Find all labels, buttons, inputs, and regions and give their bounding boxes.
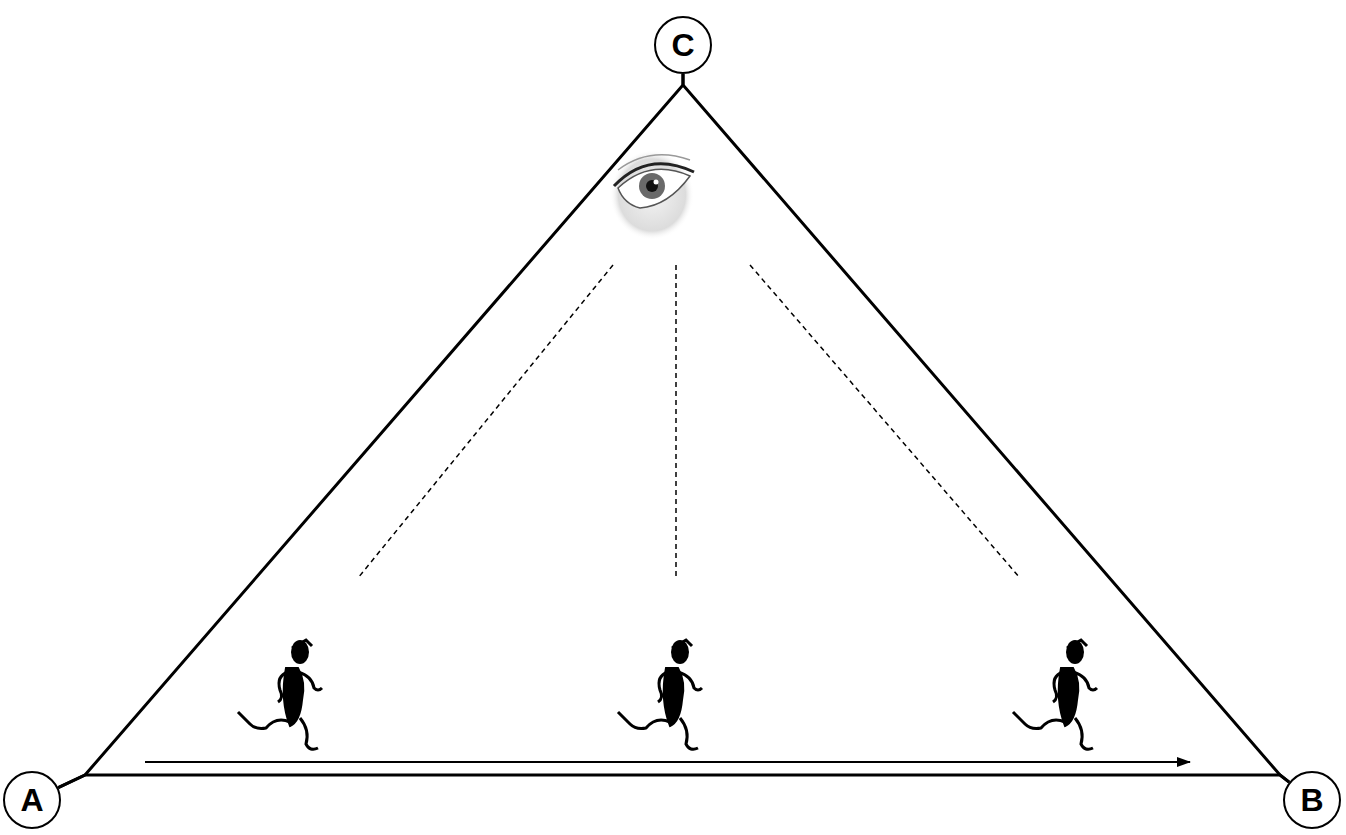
triangle-side (58, 74, 683, 788)
sight-lines (358, 265, 1020, 578)
motion-arrow (145, 761, 1190, 763)
vertex-circle: B (1283, 771, 1341, 829)
vertex-label: A (20, 784, 43, 816)
vertex-label: B (1300, 784, 1323, 816)
vertex-circle: C (654, 16, 712, 74)
runner-figure (238, 640, 322, 749)
eye-picture (610, 150, 694, 240)
vertex-circle: A (3, 771, 61, 829)
vertex-label: C (671, 29, 694, 61)
triangle-side (683, 74, 1289, 782)
triangle-side (58, 775, 1289, 788)
